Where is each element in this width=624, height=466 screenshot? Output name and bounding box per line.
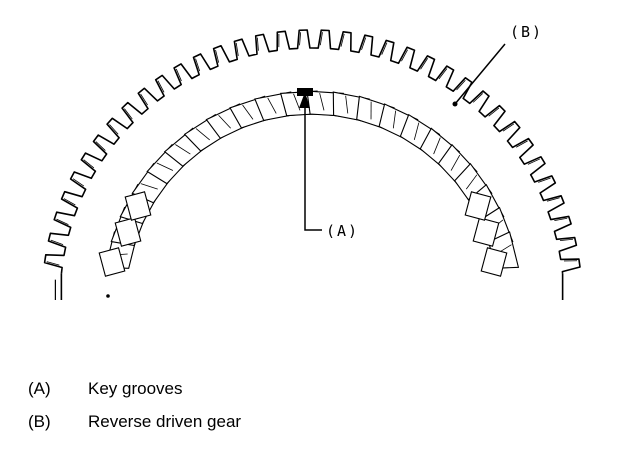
legend-item-b: (B) Reverse driven gear [28, 412, 241, 432]
tooth-face-line [546, 197, 560, 202]
tooth-face-line [124, 108, 133, 120]
tooth-face-line [361, 37, 367, 50]
leader-line-b [454, 43, 506, 105]
tooth-face-line [472, 93, 484, 103]
tooth-face-line [502, 123, 515, 132]
ring-block-facet [345, 95, 349, 114]
tooth-face-line [63, 198, 76, 206]
callout-a-label: (A) [326, 222, 359, 240]
tooth-face-line [538, 177, 551, 183]
tooth-face-line [438, 68, 448, 80]
tooth-face-line [488, 107, 500, 117]
ring-block-facet [267, 97, 277, 114]
tooth-face-line [340, 33, 345, 47]
legend-code-b: (B) [28, 412, 51, 431]
outer-gear-teeth [43, 29, 581, 300]
ring-block-facet [392, 110, 397, 129]
tooth-face-line [56, 218, 69, 225]
ring-block-large [114, 217, 142, 247]
ring-block-facet [175, 144, 191, 155]
tooth-face-line [109, 124, 119, 135]
ring-block-large [124, 191, 152, 221]
ring-block-large [472, 217, 500, 247]
ring-block-facet [319, 93, 325, 111]
outer-gear-shading [46, 32, 578, 266]
leader-dot-b [452, 101, 458, 107]
tooth-face-line [381, 42, 388, 55]
outer-gear-profile [43, 29, 581, 274]
ring-block-facet [218, 115, 231, 129]
callout-b-label: (B) [510, 23, 543, 41]
tooth-face-line [256, 37, 259, 51]
legend-item-a: (A) Key grooves [28, 379, 183, 399]
ring-block-facet [413, 122, 420, 140]
tooth-face-line [175, 68, 182, 82]
ring-block-facet [195, 128, 210, 141]
tooth-face-line [72, 178, 85, 187]
tooth-face-line [235, 42, 239, 56]
legend-code-a: (A) [28, 379, 51, 398]
tooth-face-line [554, 217, 568, 222]
tooth-face-line [515, 140, 528, 148]
ring-block-facet [140, 183, 158, 190]
ring-block-large [480, 247, 508, 277]
tooth-face-line [420, 58, 429, 70]
ring-block-facet [465, 174, 478, 190]
ring-block-large [98, 247, 126, 277]
leader-line-a [304, 108, 322, 231]
tooth-face-line [140, 93, 148, 106]
gear-diagram: (A) (B) [43, 23, 581, 300]
tooth-face-line [83, 159, 95, 169]
tooth-face-line [215, 49, 220, 63]
tooth-face-line [157, 80, 165, 93]
tooth-face-line [456, 79, 466, 91]
ring-block-facet [433, 137, 441, 155]
tooth-face-line [527, 158, 541, 165]
tooth-face-line [319, 32, 323, 46]
key-groove-marker-top [297, 88, 313, 96]
tooth-face-line [50, 239, 64, 246]
ring-block-facet [450, 154, 461, 171]
tooth-face-line [195, 58, 201, 72]
key-groove-marker [299, 92, 310, 108]
legend-text-a: Key grooves [88, 379, 183, 398]
tooth-face-line [46, 261, 60, 266]
tooth-face-line [299, 32, 302, 46]
tooth-face-line [401, 49, 408, 62]
ring-end-dot [106, 294, 110, 298]
legend-text-b: Reverse driven gear [88, 412, 242, 431]
ring-block-facet [156, 162, 174, 171]
key-groove-blocks [98, 90, 520, 298]
ring-block-facet [242, 104, 254, 120]
tooth-face-line [559, 238, 574, 242]
tooth-face-line [95, 141, 106, 151]
ring-block-large [464, 191, 492, 221]
ring-block-facet [293, 93, 301, 111]
